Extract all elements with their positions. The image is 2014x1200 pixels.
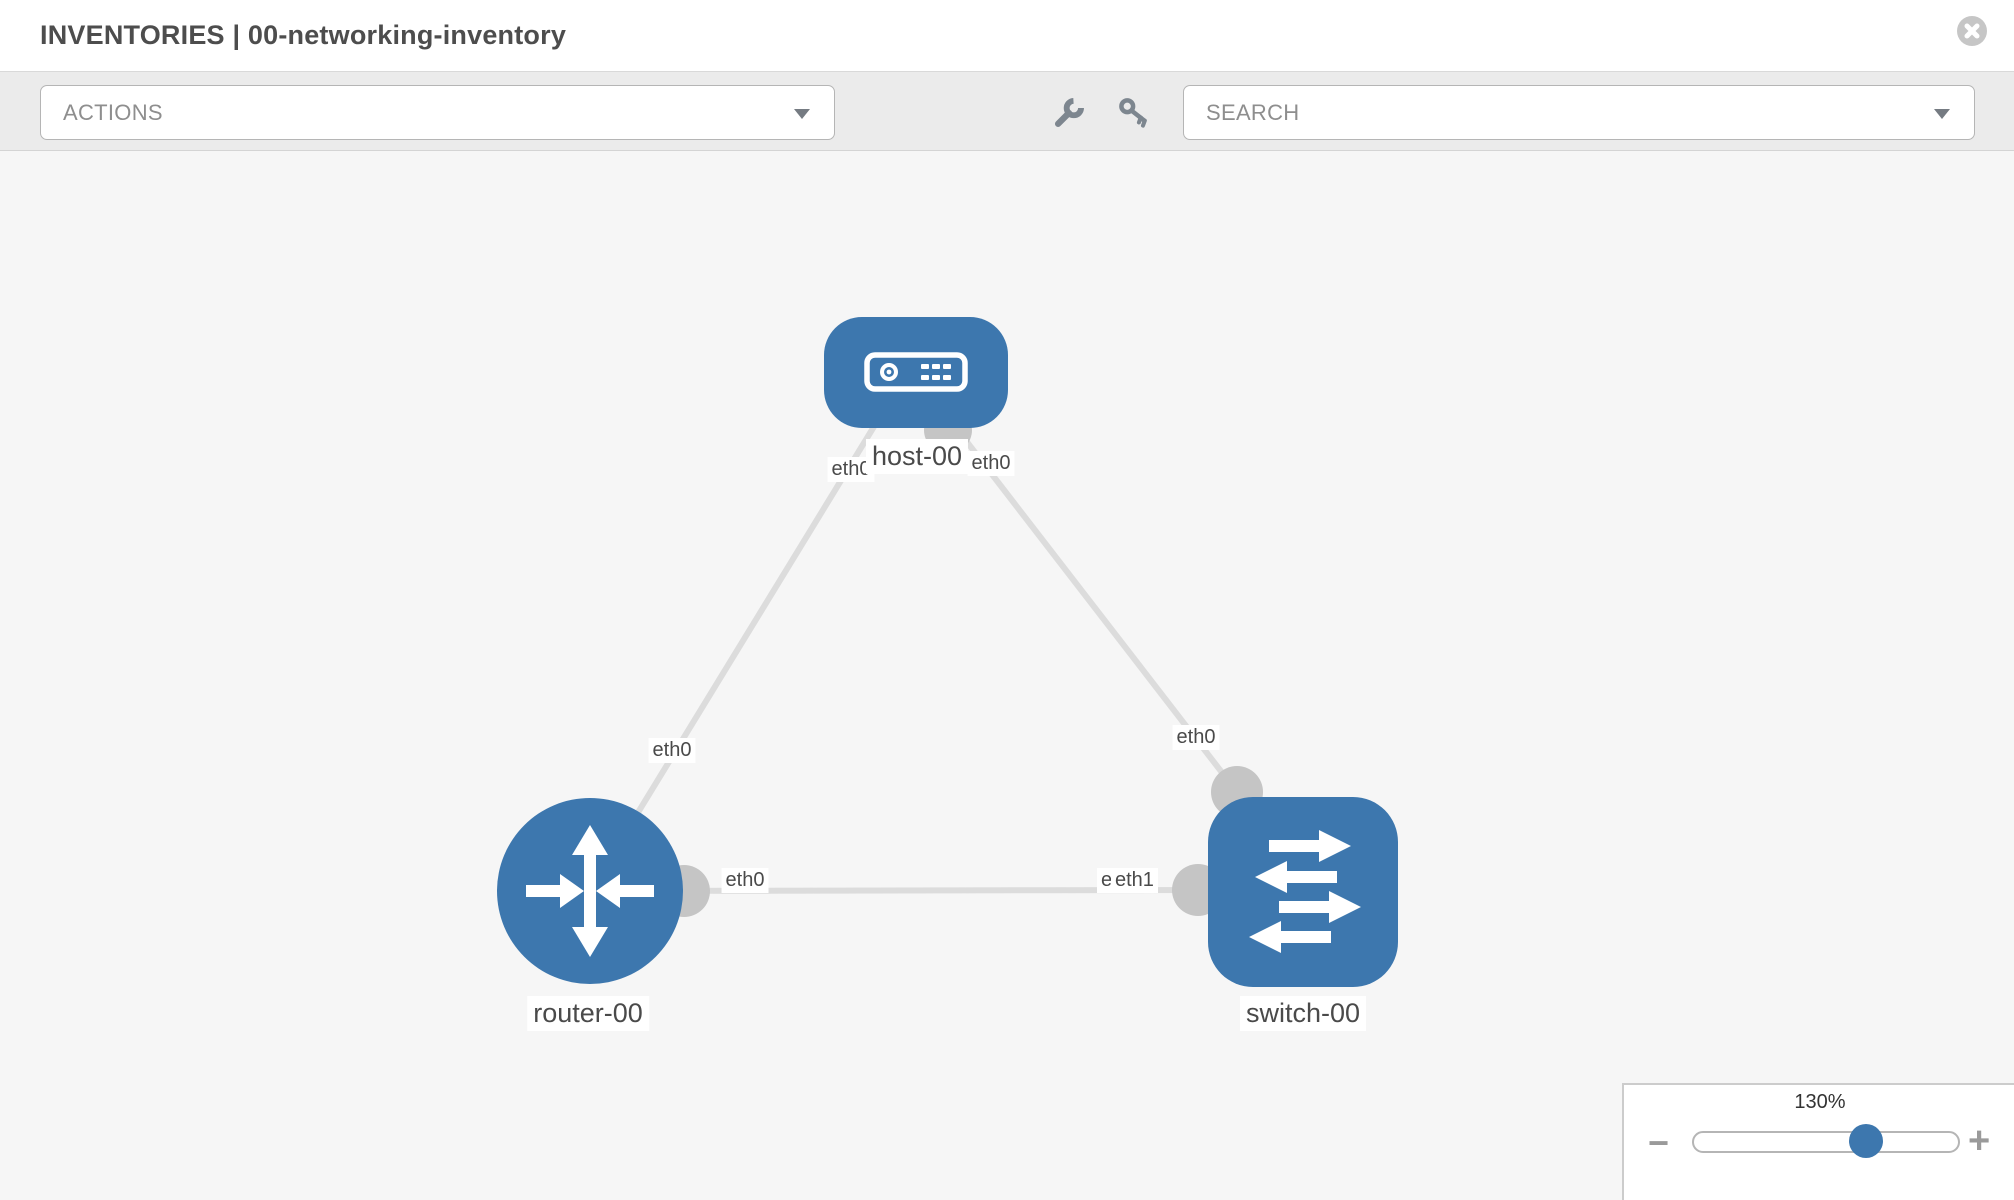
port-label: eth0 bbox=[967, 451, 1015, 476]
search-input-placeholder: SEARCH bbox=[1206, 99, 1300, 125]
configure-button[interactable] bbox=[1050, 95, 1086, 136]
chevron-down-icon bbox=[1934, 108, 1950, 119]
close-icon bbox=[1964, 23, 1980, 39]
port-label: eth0 bbox=[721, 868, 769, 893]
header: INVENTORIES | 00-networking-inventory bbox=[0, 0, 2014, 71]
switch-icon bbox=[1249, 830, 1361, 953]
actions-dropdown[interactable]: ACTIONS bbox=[40, 85, 835, 140]
key-icon bbox=[1119, 98, 1147, 128]
page-title: INVENTORIES | 00-networking-inventory bbox=[40, 20, 567, 50]
node-router-00[interactable] bbox=[497, 798, 683, 984]
search-dropdown[interactable]: SEARCH bbox=[1183, 85, 1975, 140]
zoom-panel: 130% − + bbox=[1622, 1083, 2014, 1200]
zoom-in-button[interactable]: + bbox=[1968, 1120, 1991, 1162]
wrench-icon bbox=[1054, 97, 1084, 127]
zoom-out-button[interactable]: − bbox=[1648, 1122, 1670, 1163]
router-icon bbox=[526, 825, 654, 957]
port-label: eth0 bbox=[648, 738, 696, 763]
host-icon bbox=[864, 352, 968, 392]
close-button[interactable] bbox=[1957, 16, 1987, 46]
host-node-shape bbox=[824, 317, 1008, 428]
zoom-slider-handle[interactable] bbox=[1849, 1124, 1883, 1158]
node-label-host: host-00 bbox=[865, 439, 969, 474]
node-label-switch: switch-00 bbox=[1239, 996, 1367, 1031]
zoom-slider[interactable] bbox=[1692, 1124, 1960, 1158]
credentials-button[interactable] bbox=[1116, 95, 1152, 136]
topology-canvas[interactable]: eth0 eth0 eth0 eth0 eth0 eth0 eth1 host-… bbox=[0, 151, 2014, 1200]
topology-graph bbox=[497, 317, 1398, 987]
node-host-00[interactable] bbox=[824, 317, 1008, 428]
node-switch-00[interactable] bbox=[1208, 797, 1398, 987]
chevron-down-icon bbox=[794, 108, 810, 119]
port-label: eth0 bbox=[1172, 725, 1220, 750]
port-label: eth1 bbox=[1111, 868, 1158, 893]
node-label-router: router-00 bbox=[527, 996, 649, 1031]
actions-dropdown-label: ACTIONS bbox=[63, 99, 163, 125]
zoom-value: 130% bbox=[1794, 1091, 1846, 1113]
switch-node-shape bbox=[1208, 797, 1398, 987]
toolbar: ACTIONS SEARCH bbox=[0, 71, 2014, 151]
